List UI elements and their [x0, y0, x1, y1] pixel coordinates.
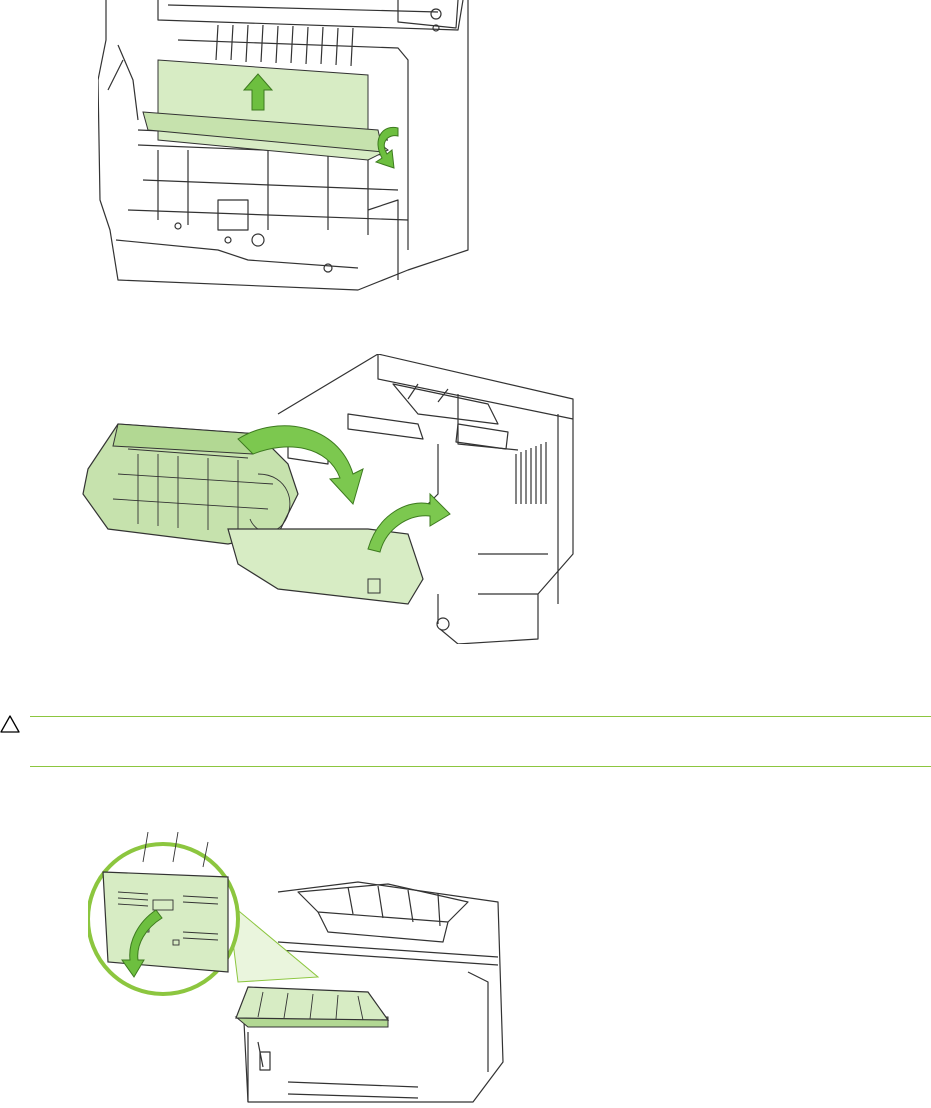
- rear-door-figure: [88, 832, 513, 1108]
- cartridge-removal-figure: [78, 354, 578, 644]
- caution-bottom-rule: [30, 766, 931, 767]
- printer-interior-figure: [98, 0, 470, 292]
- caution-triangle-icon: [0, 714, 20, 734]
- magnifier-callout-icon: [88, 832, 318, 994]
- caution-top-rule: [30, 716, 931, 717]
